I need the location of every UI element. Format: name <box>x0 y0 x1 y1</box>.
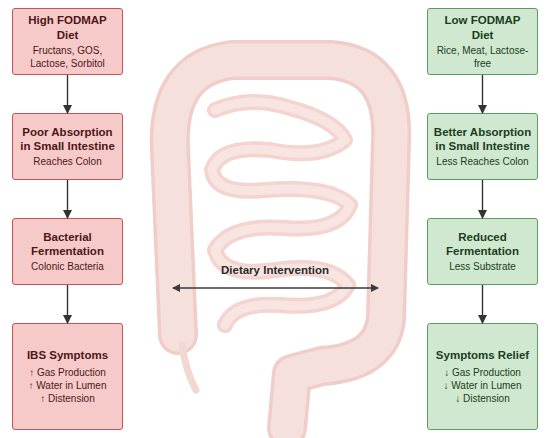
box-body: Rice, Meat, Lactose-free <box>433 44 532 70</box>
small-intestine <box>212 102 350 325</box>
box-heading: Better Absorption in Small Intestine <box>433 125 532 154</box>
flow-arrow <box>482 180 483 218</box>
box-heading: Reduced Fermentation <box>433 230 532 259</box>
process-box: Bacterial FermentationColonic Bacteria <box>12 218 123 285</box>
center-label: Dietary Intervention <box>175 264 375 276</box>
process-box: IBS Symptoms ↑ Gas Production↑ Water in L… <box>12 323 123 430</box>
flow-arrow <box>67 75 68 113</box>
colon-body <box>170 60 391 428</box>
box-body: Fructans, GOS, Lactose, Sorbitol <box>18 44 117 70</box>
box-heading: Symptoms Relief <box>436 348 529 362</box>
flow-arrow <box>482 285 483 323</box>
flow-arrow <box>482 75 483 113</box>
box-body: Less Substrate <box>449 260 516 273</box>
intervention-arrow <box>173 287 378 288</box>
box-heading: Poor Absorption in Small Intestine <box>18 125 117 154</box>
box-body: ↓ Distension <box>455 392 509 405</box>
process-box: Poor Absorption in Small IntestineReache… <box>12 113 123 180</box>
box-body: Colonic Bacteria <box>31 260 104 273</box>
flow-arrow <box>67 285 68 323</box>
box-body: Reaches Colon <box>33 155 101 168</box>
process-box: Better Absorption in Small IntestineLess… <box>427 113 538 180</box>
box-heading: Bacterial Fermentation <box>18 230 117 259</box>
process-box: High FODMAP DietFructans, GOS, Lactose, … <box>12 8 123 75</box>
box-body: ↓ Gas Production <box>444 366 521 379</box>
box-heading: IBS Symptoms <box>27 348 108 362</box>
small-intestine-fold <box>212 102 350 325</box>
flow-arrow <box>67 180 68 218</box>
box-body: ↑ Gas Production <box>29 366 106 379</box>
box-body: ↑ Distension <box>40 392 94 405</box>
box-body: ↑ Water in Lumen <box>29 379 107 392</box>
process-box: Symptoms Relief ↓ Gas Production↓ Water i… <box>427 323 538 430</box>
colon-outline <box>170 60 391 428</box>
process-box: Reduced FermentationLess Substrate <box>427 218 538 285</box>
box-body: Less Reaches Colon <box>436 155 528 168</box>
box-body: ↓ Water in Lumen <box>444 379 522 392</box>
process-box: Low FODMAP DietRice, Meat, Lactose-free <box>427 8 538 75</box>
appendix <box>182 345 196 390</box>
box-heading: Low FODMAP Diet <box>433 13 532 42</box>
box-heading: High FODMAP Diet <box>18 13 117 42</box>
